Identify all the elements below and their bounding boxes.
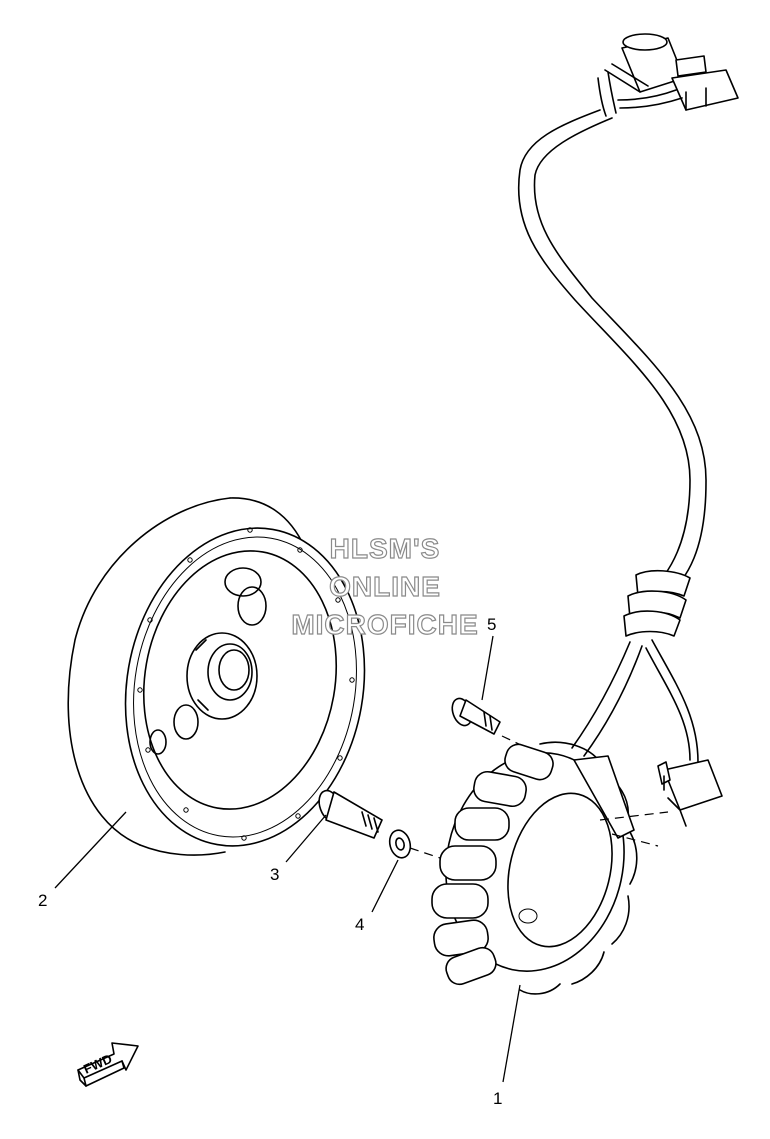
leader-lines (54, 635, 521, 1083)
watermark-line-2: ONLINE (329, 571, 441, 602)
callout-3: 3 (270, 865, 279, 884)
callout-4: 4 (355, 915, 364, 934)
callout-5: 5 (487, 615, 496, 634)
bolt (318, 789, 383, 839)
leader-line-1 (502, 984, 521, 1083)
screw (451, 697, 501, 735)
watermark: HLSM'S ONLINE MICROFICHE (291, 532, 479, 640)
watermark-line-3: MICROFICHE (291, 609, 478, 640)
leader-line-5 (481, 635, 494, 701)
rim-holes (137, 527, 355, 841)
round-connector (597, 33, 685, 117)
leader-line-4 (371, 859, 399, 913)
callout-numbers: 1 2 3 4 5 (38, 615, 502, 1108)
small-connector (657, 759, 723, 827)
fwd-arrow: FWD (77, 1042, 139, 1087)
callout-2: 2 (38, 891, 47, 910)
leader-line-3 (285, 814, 327, 863)
square-connector (617, 55, 739, 111)
rotor-flywheel (67, 497, 366, 856)
fwd-label: FWD (81, 1051, 114, 1077)
grommet (623, 569, 691, 637)
leader-line-2 (54, 811, 127, 889)
wire-harness (517, 33, 739, 827)
stator-coils (431, 741, 638, 995)
watermark-line-1: HLSM'S (330, 533, 441, 564)
stator (431, 741, 669, 995)
washer (388, 829, 412, 859)
callout-1: 1 (493, 1089, 502, 1108)
